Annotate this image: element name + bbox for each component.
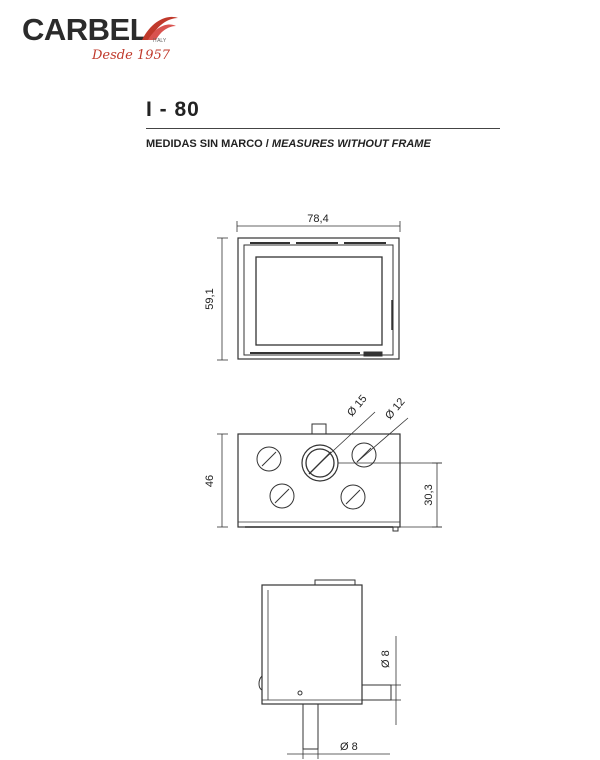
top-collar bbox=[311, 423, 327, 435]
model-title: I - 80 bbox=[146, 98, 200, 121]
brand-tagline: Desde 1957 bbox=[92, 48, 171, 63]
front-height-label: 59,1 bbox=[204, 288, 216, 309]
front-view: 78,4 59,1 bbox=[204, 213, 401, 361]
side-pipe-label: Ø 8 bbox=[380, 650, 392, 668]
side-pipe bbox=[361, 684, 392, 701]
brand-country: ITALY bbox=[153, 38, 167, 44]
subtitle-en: MEASURES WITHOUT FRAME bbox=[271, 138, 431, 150]
front-glass bbox=[255, 256, 383, 346]
bottom-pipe-label: Ø 8 bbox=[340, 741, 358, 753]
flame-icon bbox=[142, 16, 178, 40]
side-collar bbox=[314, 579, 356, 586]
air-diameter-label: Ø 12 bbox=[383, 396, 408, 422]
air-hole bbox=[351, 442, 377, 468]
top-depth-label: 46 bbox=[204, 475, 216, 487]
front-width-label: 78,4 bbox=[307, 213, 328, 225]
side-body bbox=[261, 584, 363, 705]
flue-offset-label: 30,3 bbox=[423, 484, 435, 505]
title-divider bbox=[146, 128, 500, 129]
side-view: Ø 8 Ø 8 bbox=[258, 579, 401, 759]
bottom-pipe bbox=[302, 703, 319, 750]
subtitle: MEDIDAS SIN MARCO / MEASURES WITHOUT FRA… bbox=[146, 138, 431, 150]
subtitle-es: MEDIDAS SIN MARCO / bbox=[146, 138, 269, 150]
air-hole bbox=[269, 483, 295, 509]
brand-logo: CARBEL ITALY Desde 1957 bbox=[22, 8, 182, 68]
air-hole bbox=[256, 446, 282, 472]
front-body bbox=[237, 237, 400, 360]
brand-name: CARBEL bbox=[22, 12, 149, 47]
air-hole bbox=[340, 484, 366, 510]
front-door bbox=[243, 244, 394, 356]
flue-diameter-label: Ø 15 bbox=[345, 393, 370, 419]
top-view: 46 Ø 15 Ø 12 30,3 bbox=[204, 393, 442, 532]
